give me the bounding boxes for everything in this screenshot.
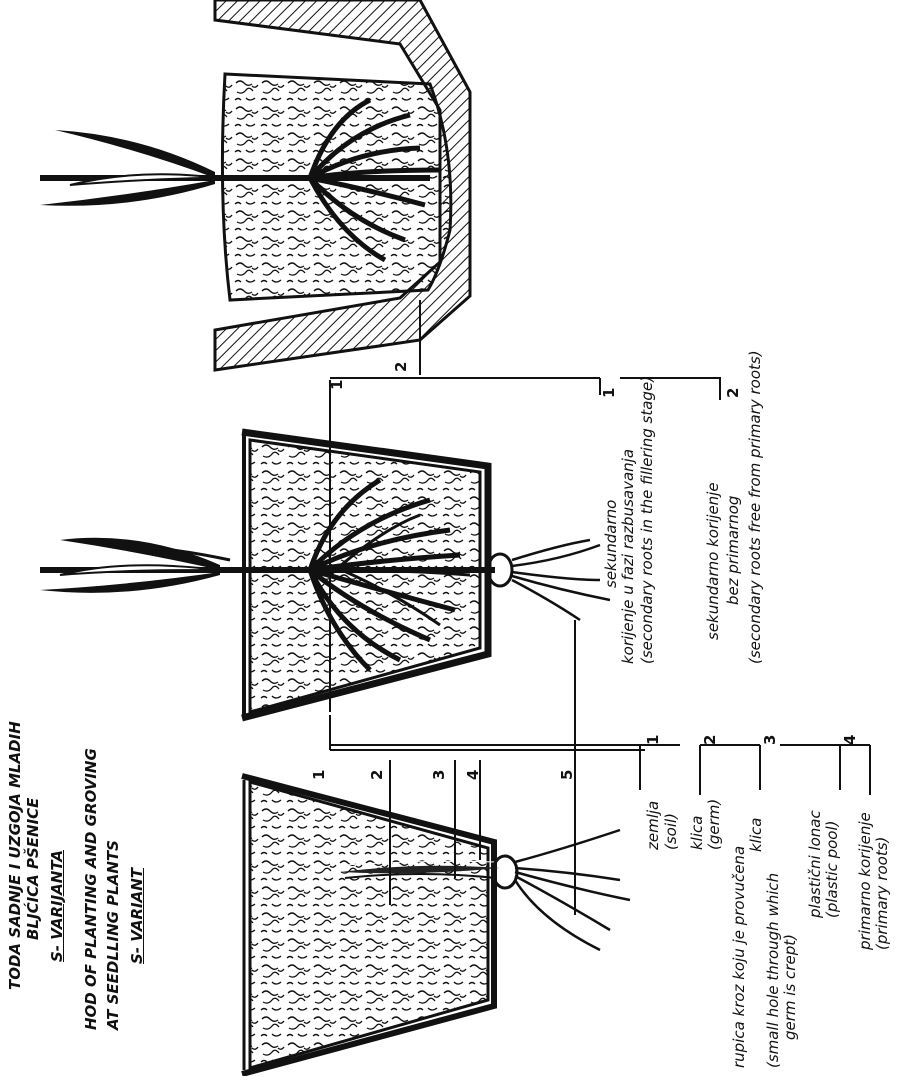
left-label-number-5: 5 [560,770,575,780]
left-pot [242,776,494,1074]
title-line-3: S- VARIJANTA [50,850,65,962]
legend-hole-en-1: (small hole through which [766,873,781,1068]
right-label-number-2: 2 [394,362,409,372]
left-label-number-2: 2 [370,770,385,780]
legend-secondary-tillering-hr-2: korijenje u fazi razbusavanja [621,449,636,664]
legend-secondary-tillering-hr-1: sekundarno [604,500,619,588]
left-label-number-4: 4 [466,770,481,780]
title-line-6: S- VARIANT [130,868,145,964]
legend-soil-hr: zemlja [646,801,661,850]
title-line-5: AT SEEDLLING PLANTS [106,840,121,1030]
legend-hole-hr-1: rupica kroz koju je provučena [732,846,747,1068]
legend-soil-en: (soil) [664,813,679,850]
legend-germ-hr: klica [690,816,705,850]
title-line-4: HOD OF PLANTING AND GROVING [84,748,99,1030]
legend-hole-hr-2: klica [749,818,764,852]
title-line-1: TODA SADNJE I UZGOJA MLADIH [8,721,23,990]
left-legend-number-1: 1 [646,735,661,745]
legend-pot-hr: plastični lonac [808,810,823,918]
legend-secondary-tillering-en: (secondary roots in the fillering stage) [640,376,655,664]
right-legend-number-2: 2 [726,388,741,398]
legend-germ-en: (germ) [707,799,722,850]
right-legend-number-1: 1 [602,388,617,398]
left-legend-number-2: 2 [703,735,718,745]
legend-primary-roots-hr: primarno korijenje [858,812,873,950]
left-label-number-3: 3 [432,770,447,780]
legend-secondary-free-hr-2: bez primarnog [726,496,741,605]
legend-pot-en: (plastic pool) [825,820,840,918]
legend-secondary-free-en: (secondary roots free from primary roots… [748,350,763,664]
right-label-number-1: 1 [330,380,345,390]
left-legend-number-3: 3 [763,735,778,745]
left-legend-number-4: 4 [843,735,858,745]
left-label-number-1: 1 [312,770,327,780]
legend-primary-roots-en: (primary roots) [875,837,890,950]
legend-secondary-free-hr-1: sekundarno korijenje [706,482,721,640]
legend-hole-en-2: germ is crept) [783,934,798,1040]
title-line-2: BLJĆICA PŠENICE [26,798,41,940]
right-soil-block [222,74,450,300]
